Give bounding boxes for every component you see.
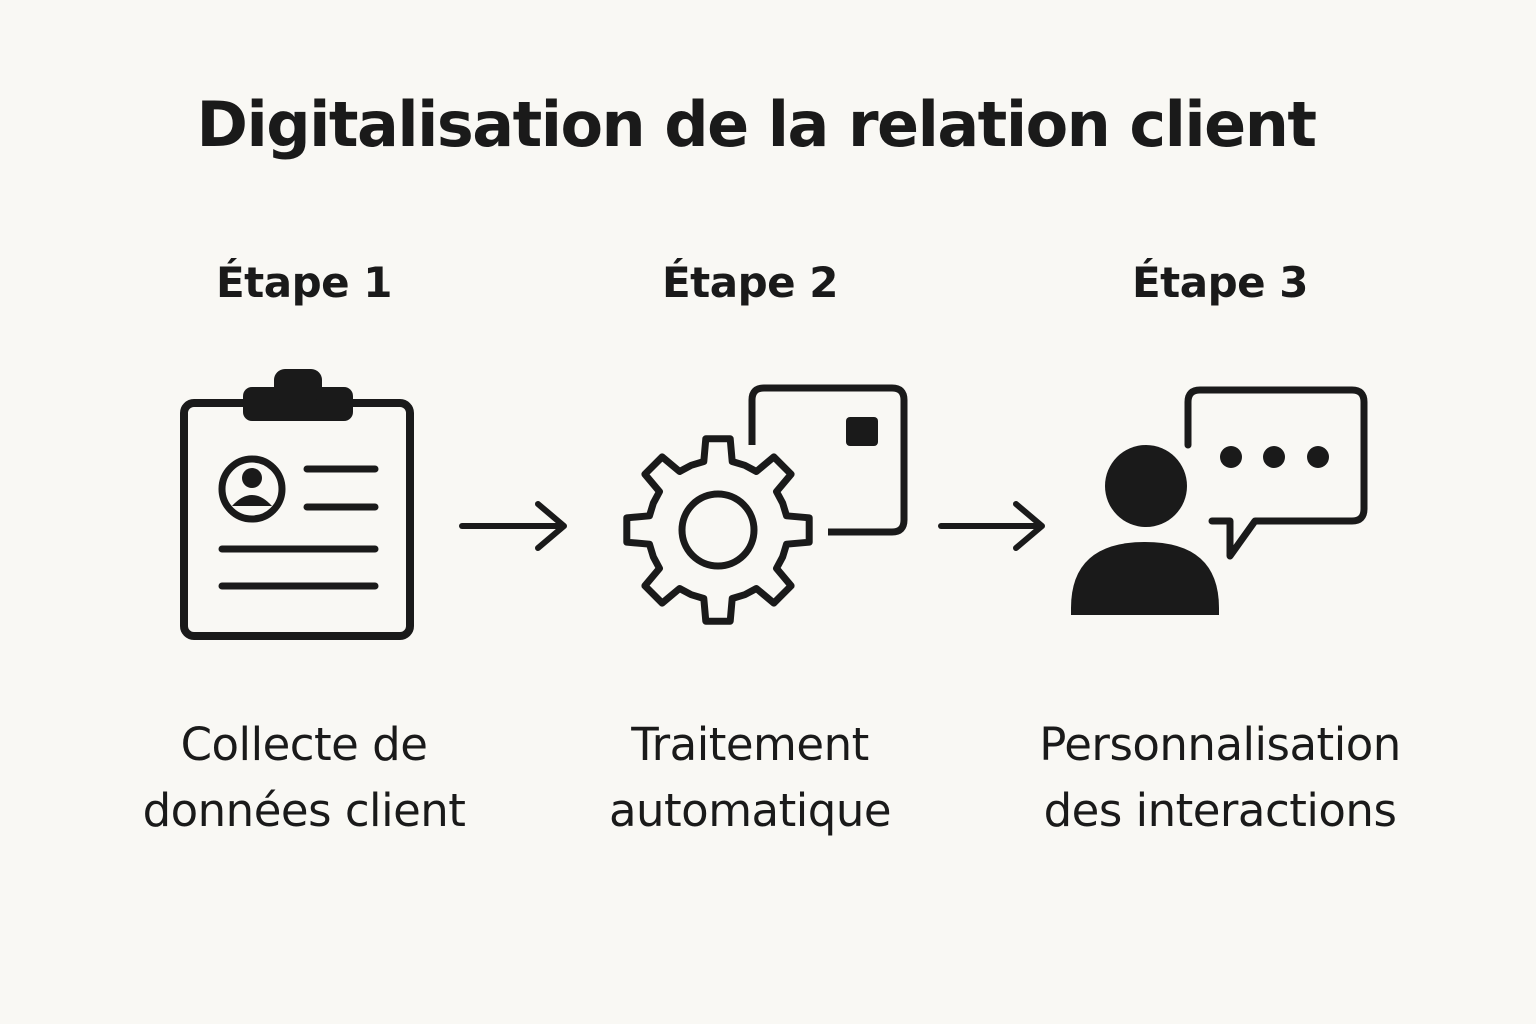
- user-icon: [1071, 445, 1219, 615]
- step-1-description-line-1: Collecte de: [180, 718, 428, 771]
- step-1-label: Étape 1: [215, 258, 393, 307]
- step-3-description-line-1: Personnalisation: [1039, 718, 1401, 771]
- user-chat-icon: [1071, 386, 1368, 615]
- step-2-description-line-2: automatique: [608, 784, 892, 837]
- diagram-title: Digitalisation de la relation client: [196, 88, 1317, 161]
- step-3: Étape 3 Personnalisation des interaction…: [1010, 0, 1430, 1024]
- step-1-description-line-2: données client: [142, 784, 466, 837]
- step-2: Étape 2 Traitement automatique: [540, 0, 960, 1024]
- step-3-description-line-2: des interactions: [1043, 784, 1397, 837]
- step-3-label: Étape 3: [1131, 258, 1309, 307]
- step-1-description: Collecte de données client: [94, 712, 514, 844]
- gear-icon: [623, 435, 813, 625]
- clipboard-profile-icon: [180, 369, 414, 640]
- speech-bubble-icon: [1184, 386, 1368, 560]
- arrow-right-icon: [459, 501, 567, 551]
- step-2-description-line-1: Traitement: [631, 718, 869, 771]
- step-1: Étape 1 Collecte de données client: [94, 0, 514, 1024]
- step-2-label: Étape 2: [661, 258, 839, 307]
- step-2-description: Traitement automatique: [540, 712, 960, 844]
- gear-window-icon: [623, 384, 908, 625]
- step-3-description: Personnalisation des interactions: [1010, 712, 1430, 844]
- arrow-right-icon: [938, 501, 1045, 551]
- avatar-icon: [218, 455, 286, 523]
